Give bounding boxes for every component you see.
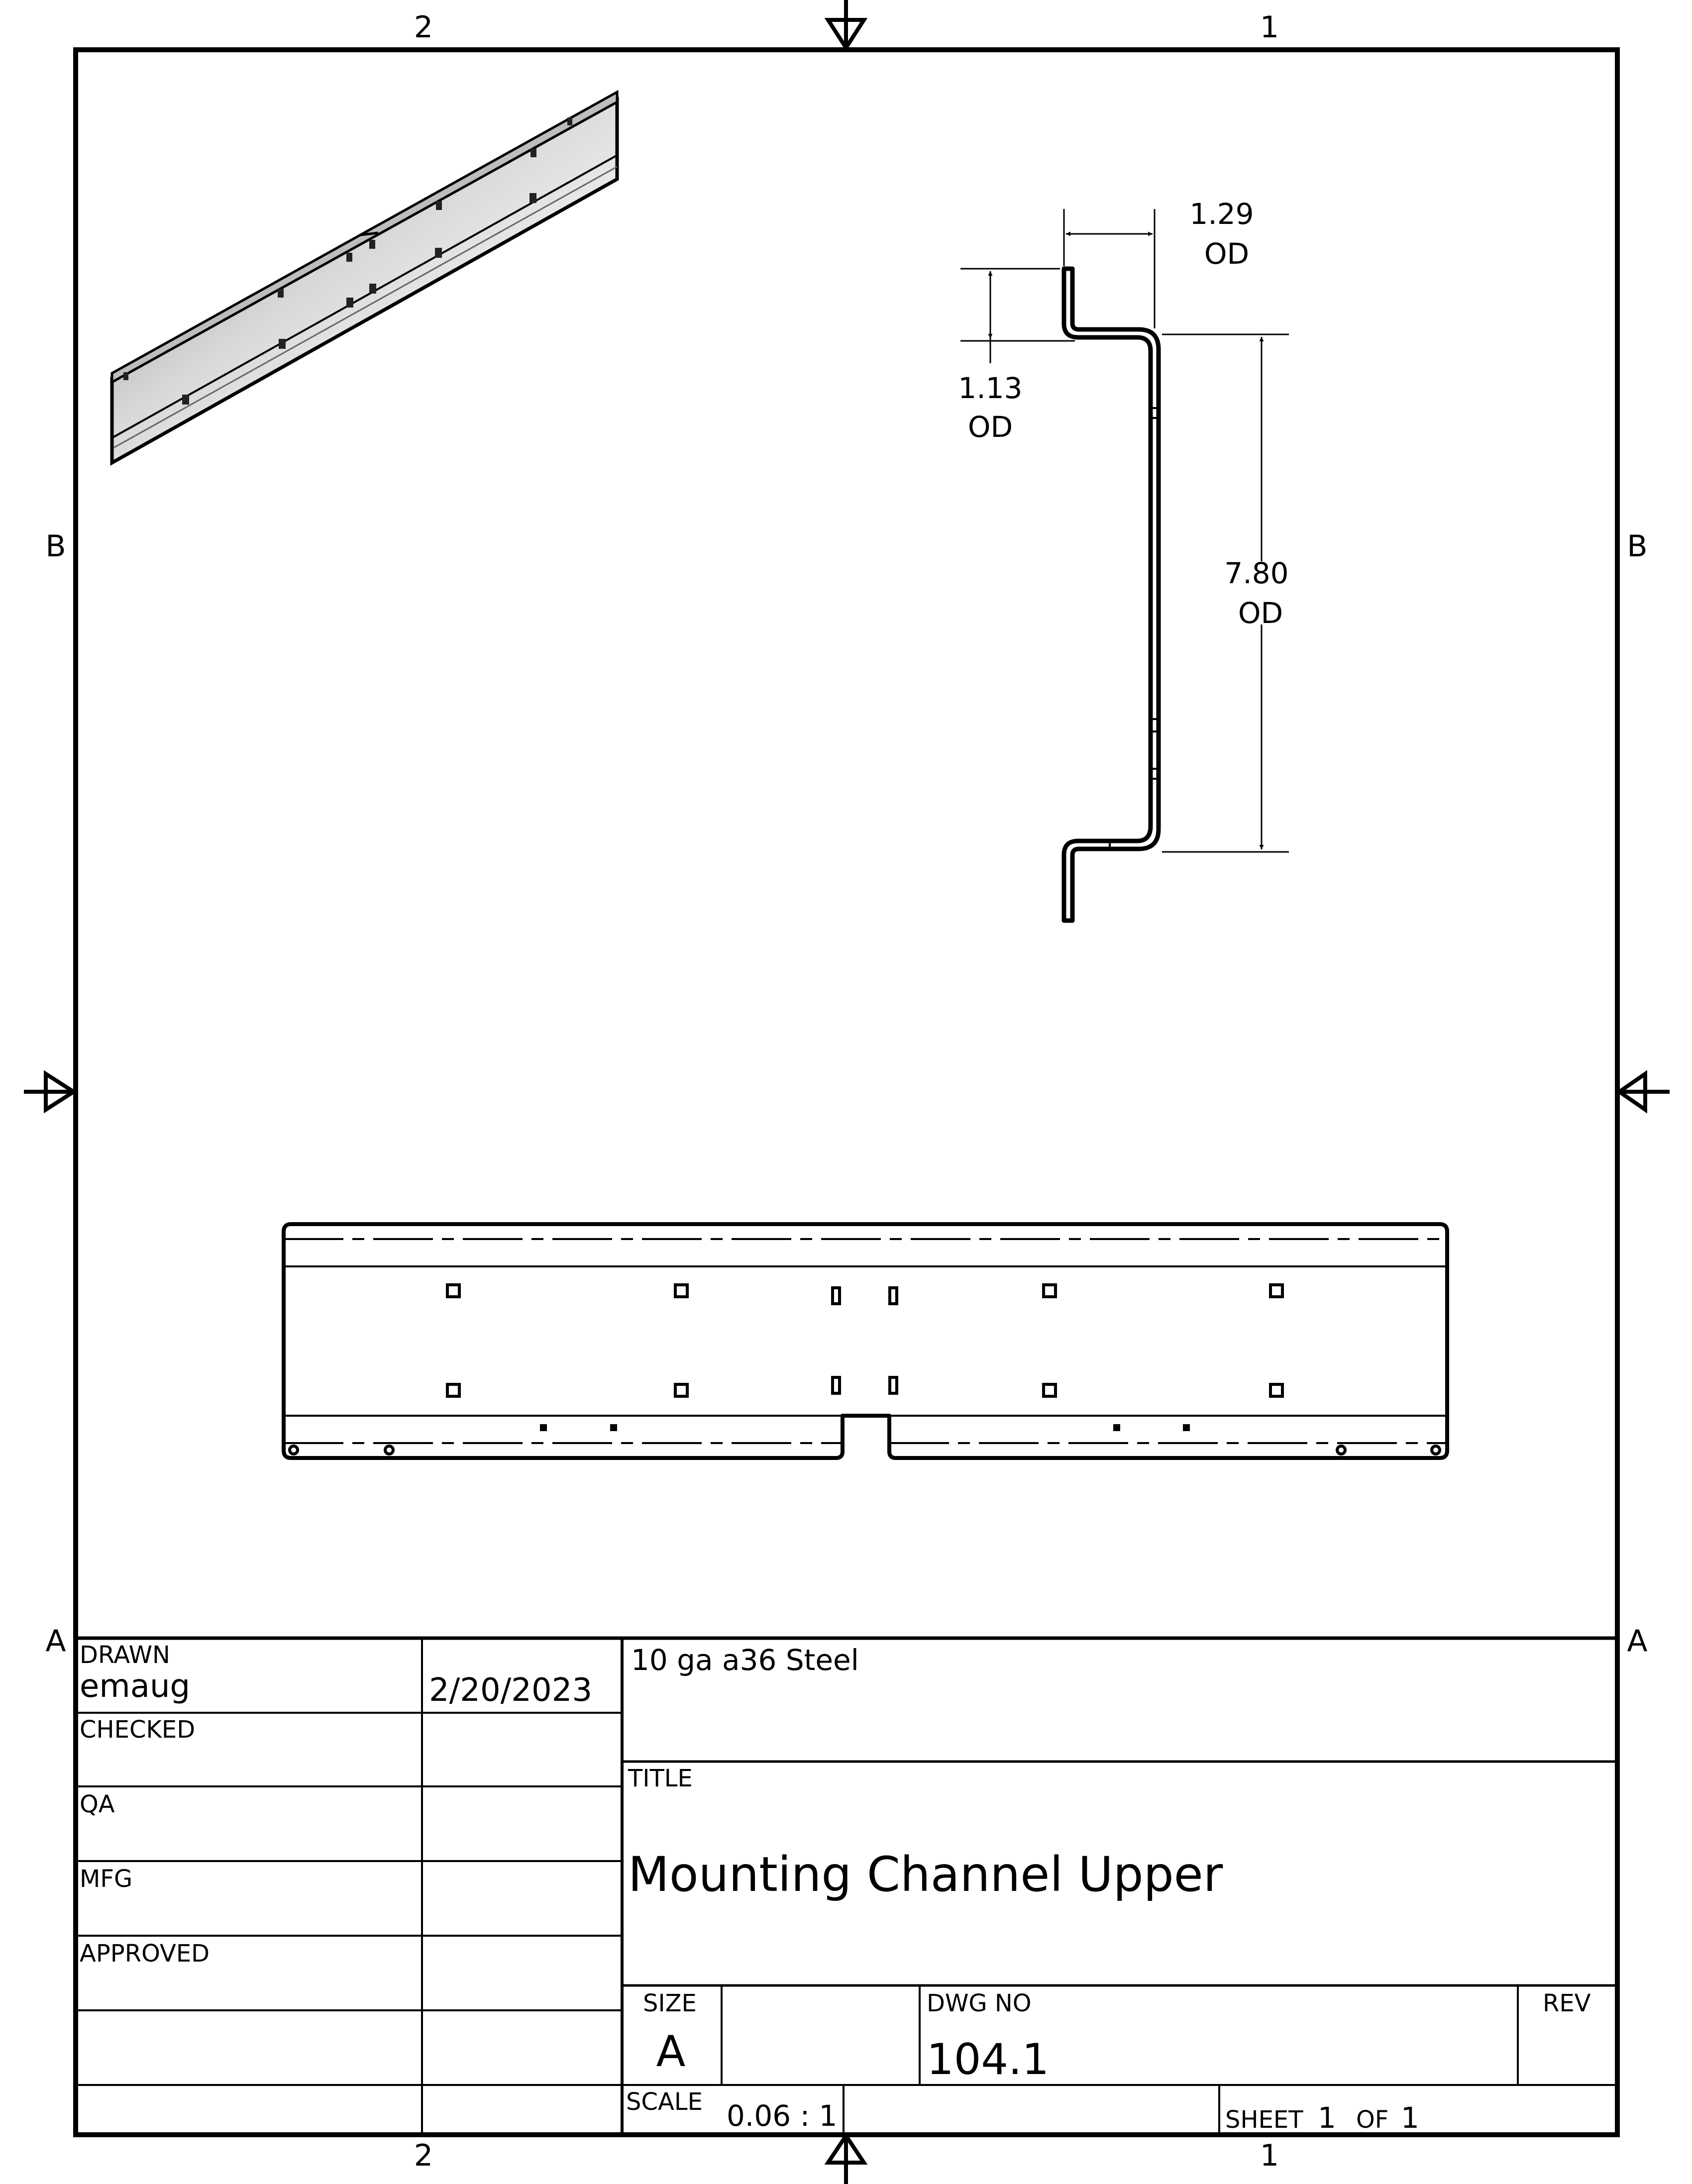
- sheet-border: [73, 47, 1620, 2137]
- material-note: 10 ga a36 Steel: [631, 1643, 859, 1677]
- centering-mark-left: [24, 1070, 78, 1114]
- profile-view: [1061, 266, 1161, 923]
- approved-label: APPROVED: [80, 1940, 210, 1968]
- centering-mark-top: [824, 0, 868, 52]
- dimension-note-top-flange: OD: [1204, 237, 1249, 271]
- mfg-label: MFG: [80, 1865, 132, 1893]
- flat-pattern-view: [282, 1222, 1449, 1460]
- dwg-no-label: DWG NO: [927, 1989, 1032, 2017]
- dwg-no-value: 104.1: [927, 2035, 1049, 2084]
- size-value: A: [656, 2027, 686, 2077]
- dimension-value-lip: 1.13: [958, 371, 1022, 405]
- profile-outline: [1061, 266, 1161, 923]
- drawn-by: emaug: [80, 1668, 190, 1705]
- rev-label: REV: [1543, 1989, 1591, 2017]
- isometric-view: [110, 90, 619, 466]
- flat-pattern-outline: [282, 1222, 1449, 1460]
- zone-label-right-b: B: [1627, 529, 1647, 564]
- drawn-date: 2/20/2023: [429, 1672, 592, 1709]
- dimension-top-flange-width: 1.29 OD: [1063, 197, 1254, 328]
- sheet-number: 1: [1318, 2101, 1336, 2135]
- qa-label: QA: [80, 1790, 115, 1818]
- centering-mark-bottom: [824, 2132, 868, 2184]
- sheet-total: 1: [1401, 2101, 1419, 2135]
- dimension-web-height: 7.80 OD: [1162, 333, 1289, 853]
- sheet-of-label: OF: [1356, 2106, 1388, 2134]
- checked-label: CHECKED: [80, 1716, 195, 1744]
- title-block: [76, 1636, 1617, 2135]
- size-label: SIZE: [643, 1989, 697, 2017]
- drawn-label: DRAWN: [80, 1641, 170, 1669]
- zone-label-top-1: 1: [1260, 10, 1279, 45]
- sheet-label: SHEET: [1225, 2106, 1303, 2134]
- centering-mark-right: [1615, 1070, 1670, 1114]
- title-label: TITLE: [628, 1765, 693, 1792]
- zone-label-left-b: B: [45, 529, 66, 564]
- zone-label-top-2: 2: [414, 10, 433, 45]
- dimension-value-top-flange: 1.29: [1189, 197, 1254, 231]
- zone-label-left-a: A: [45, 1624, 66, 1659]
- scale-value: 0.06 : 1: [727, 2099, 837, 2133]
- dimension-note-lip: OD: [968, 410, 1013, 444]
- zone-label-bottom-2: 2: [414, 2138, 433, 2173]
- drawing-title: Mounting Channel Upper: [628, 1847, 1223, 1902]
- dimension-note-web: OD: [1238, 596, 1283, 630]
- dimension-lip-height: 1.13 OD: [958, 268, 1075, 444]
- scale-label: SCALE: [626, 2088, 703, 2116]
- zone-label-bottom-1: 1: [1260, 2138, 1279, 2173]
- zone-label-right-a: A: [1627, 1624, 1647, 1659]
- dimension-value-web: 7.80: [1224, 556, 1288, 590]
